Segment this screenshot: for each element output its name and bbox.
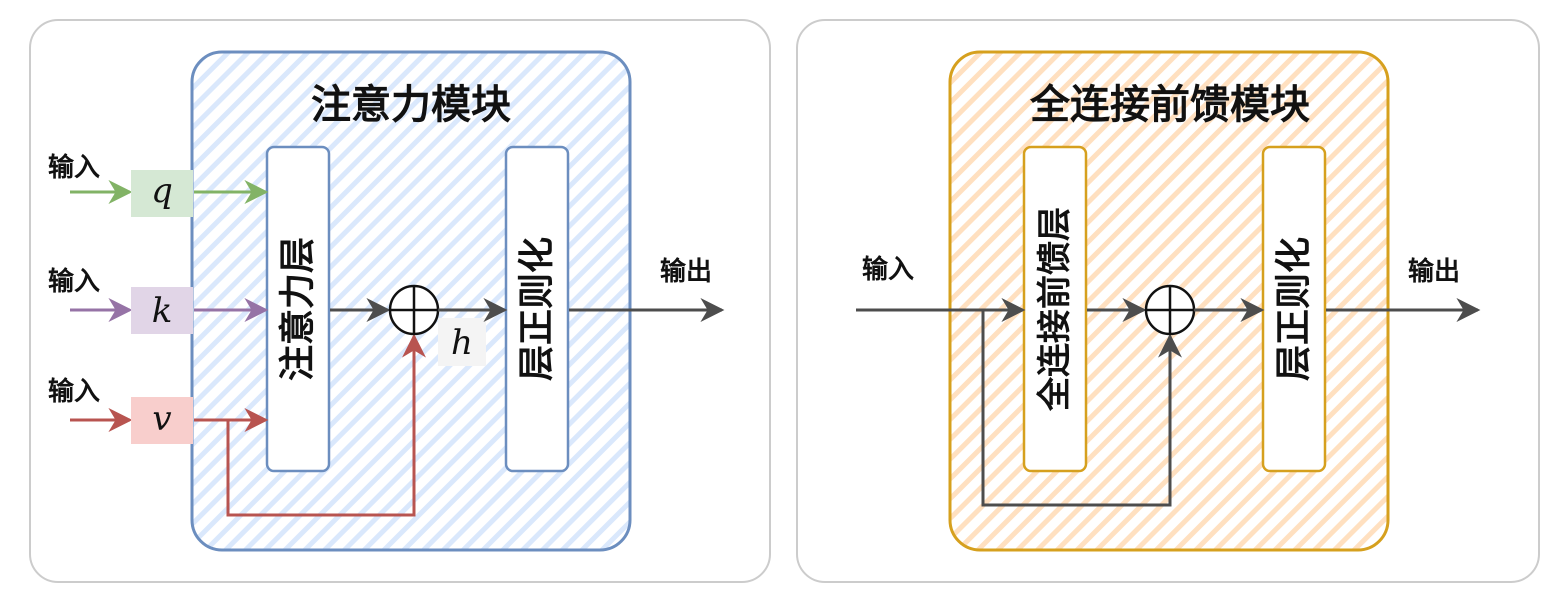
ffn-module-title: 全连接前馈模块 bbox=[1029, 82, 1310, 128]
left-output-label: 输出 bbox=[660, 256, 712, 287]
right-input-label: 输入 bbox=[862, 254, 914, 285]
ffn-layer-label: 全连接前馈层 bbox=[1035, 207, 1075, 412]
v-residual-path bbox=[226, 333, 426, 517]
v-box bbox=[131, 397, 193, 444]
input-label-k: 输入 bbox=[48, 266, 100, 297]
input-label-q: 输入 bbox=[48, 152, 100, 183]
attention-layer-label: 注意力层 bbox=[278, 237, 319, 381]
k-symbol: k bbox=[152, 291, 173, 331]
q-box bbox=[131, 170, 193, 217]
h-symbol: h bbox=[451, 323, 473, 363]
left-layernorm-label: 层正则化 bbox=[517, 237, 558, 381]
left-sum-node bbox=[388, 284, 440, 336]
input-label-v: 输入 bbox=[48, 376, 100, 407]
k-box bbox=[131, 287, 193, 334]
q-symbol: q bbox=[151, 171, 173, 211]
h-label-bg bbox=[438, 318, 486, 366]
attention-module-title: 注意力模块 bbox=[311, 82, 511, 128]
ffn-residual-path bbox=[981, 310, 1182, 507]
right-sum-node bbox=[1144, 284, 1196, 336]
right-layernorm-label: 层正则化 bbox=[1274, 237, 1315, 381]
right-output-label: 输出 bbox=[1408, 256, 1460, 287]
v-symbol: v bbox=[152, 399, 171, 439]
